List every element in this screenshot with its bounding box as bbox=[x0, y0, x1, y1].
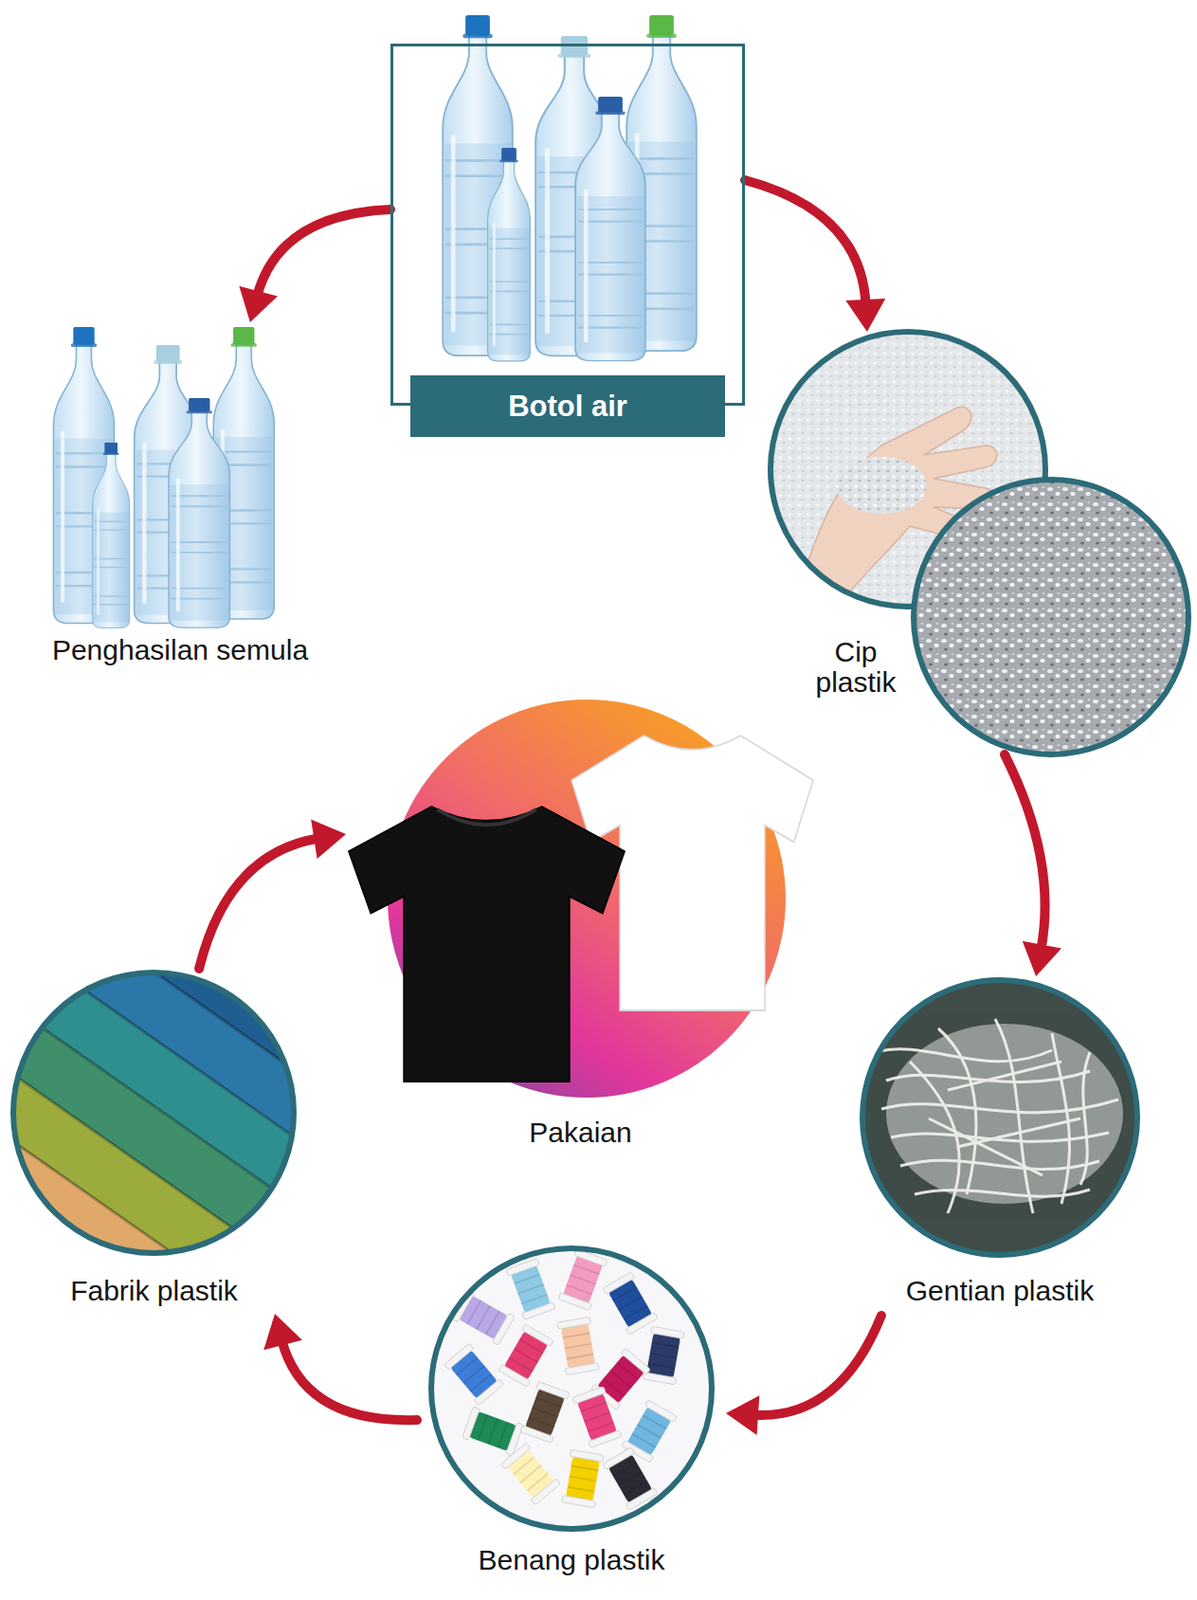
plastic-fibres-part-part bbox=[938, 1028, 977, 1195]
curved-arrow bbox=[725, 1315, 882, 1435]
arrow-head bbox=[263, 1313, 303, 1350]
bottles bbox=[53, 326, 274, 628]
circle-outline bbox=[862, 979, 1138, 1255]
thread-spools-part bbox=[602, 1271, 658, 1335]
node-label: Penghasilan semula bbox=[28, 634, 332, 666]
arrow-head bbox=[238, 286, 278, 323]
arrow-shaft bbox=[744, 180, 867, 306]
thread-spools-part bbox=[431, 1248, 712, 1529]
arrow-head bbox=[725, 1395, 760, 1435]
arrow-head bbox=[1022, 941, 1062, 977]
image-node: Penghasilan semula bbox=[28, 322, 332, 675]
arrow-head bbox=[310, 818, 346, 859]
thread-spools-part bbox=[498, 1323, 554, 1387]
curved-arrow bbox=[1004, 754, 1062, 977]
arrow-head bbox=[845, 298, 886, 332]
node-label: Benang plastik bbox=[417, 1544, 726, 1576]
circle-outline bbox=[431, 1248, 712, 1529]
thread-spools bbox=[431, 1248, 712, 1529]
thread-spools-part bbox=[562, 1449, 604, 1508]
arrow-shaft bbox=[199, 837, 320, 969]
arrow-shaft bbox=[752, 1315, 882, 1415]
framed-box: Botol air bbox=[390, 43, 745, 406]
thread-spools-part bbox=[572, 1386, 622, 1449]
collar bbox=[436, 809, 537, 825]
thread-spools-part bbox=[443, 1342, 504, 1406]
curved-arrow bbox=[238, 209, 391, 323]
curved-arrow bbox=[263, 1313, 418, 1420]
plastic-fibres-part-part bbox=[928, 1061, 1081, 1176]
thread-spools-part bbox=[500, 1442, 561, 1506]
thread-spools-part bbox=[520, 1381, 570, 1444]
plastic-fibres-part bbox=[876, 1018, 1119, 1214]
thread-spools-part bbox=[602, 1447, 658, 1510]
curved-arrow bbox=[744, 180, 886, 332]
plastic-fibres-part-part bbox=[995, 1018, 1034, 1214]
thread-spools-part bbox=[506, 1258, 556, 1321]
plastic-chips-hand-part bbox=[835, 456, 927, 514]
plastic-fibres bbox=[862, 979, 1138, 1255]
plastic-fibres-part-part bbox=[1051, 1033, 1071, 1204]
image-node: Fabrik plastik bbox=[9, 968, 299, 1314]
curved-arrow bbox=[199, 818, 346, 969]
arrow-shaft bbox=[1004, 754, 1046, 950]
arrow-shaft bbox=[281, 1339, 418, 1420]
node-label: Botol air bbox=[507, 389, 628, 424]
black-tshirt bbox=[348, 806, 625, 1082]
node-label: Pakaian bbox=[345, 1117, 816, 1148]
plastic-fibres-part-part bbox=[876, 1049, 1052, 1062]
label-band: Botol air bbox=[410, 375, 726, 437]
fabric-stripes-part-part bbox=[0, 1068, 309, 1470]
circle-outline bbox=[913, 479, 1189, 755]
image-node: Pakaian bbox=[345, 696, 816, 1157]
node-label: Cip plastik bbox=[802, 636, 909, 697]
arrow-shaft bbox=[256, 209, 391, 297]
bottles bbox=[442, 15, 697, 362]
plastic-fibres-part bbox=[862, 979, 1138, 1255]
circle-outline bbox=[13, 972, 294, 1253]
plastic-chips-part bbox=[913, 479, 1189, 755]
image-node: Cip plastik bbox=[770, 331, 1193, 755]
thread-spools-part bbox=[462, 1406, 525, 1456]
plastic-fibres-part-part bbox=[909, 1061, 960, 1214]
plastic-fibres-part-part bbox=[1080, 1051, 1090, 1185]
image-node: Gentian plastik bbox=[857, 976, 1143, 1316]
node-label: Fabrik plastik bbox=[9, 1275, 299, 1306]
node-label: Gentian plastik bbox=[857, 1275, 1143, 1306]
image-node: Benang plastik bbox=[417, 1243, 726, 1585]
thread-spools-part bbox=[642, 1325, 685, 1385]
thread-spools-part bbox=[558, 1249, 608, 1311]
plastic-chips bbox=[913, 479, 1189, 755]
thread-spools-part bbox=[557, 1316, 599, 1376]
